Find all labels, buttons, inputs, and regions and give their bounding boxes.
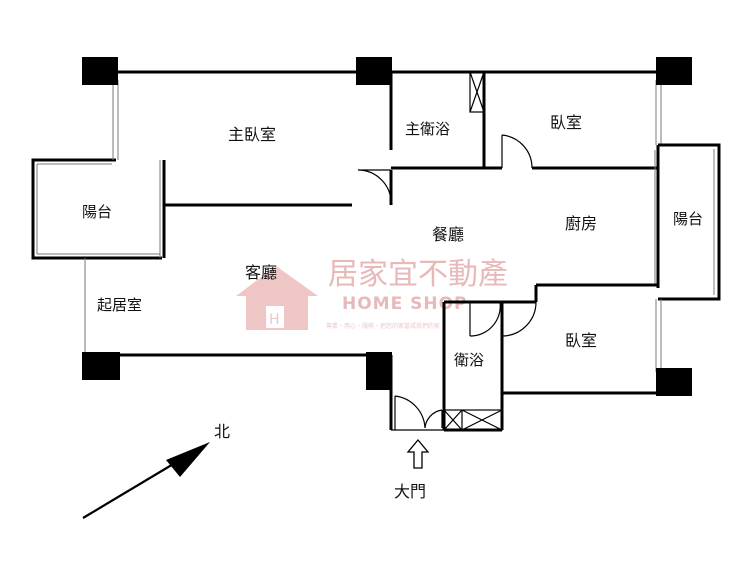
cabinets — [443, 71, 503, 431]
up-arrow-icon — [406, 438, 430, 469]
north-arrow-shaft — [82, 459, 181, 519]
label-bathroom: 衛浴 — [454, 351, 484, 369]
label-bedroom-north: 臥室 — [550, 113, 582, 132]
label-entrance: 大門 — [394, 482, 426, 501]
room-labels: 主臥室 主衛浴 臥室 陽台 餐廳 廚房 陽台 客廳 起居室 衛浴 臥室 — [82, 113, 703, 369]
label-bedroom-south: 臥室 — [565, 331, 597, 350]
watermark-name-cn: 居家宜不動產 — [328, 257, 508, 292]
compass: 北 — [82, 422, 230, 519]
walls — [84, 70, 721, 432]
watermark-name-en: HOME SHOP — [342, 294, 468, 314]
svg-text:H: H — [269, 312, 280, 328]
door-bedroom-south — [501, 301, 537, 337]
watermark-house-icon: H — [236, 266, 318, 330]
label-master-bedroom: 主臥室 — [228, 125, 276, 144]
label-family-room: 起居室 — [97, 296, 142, 314]
label-balcony-west: 陽台 — [82, 203, 112, 221]
door-master-bedroom — [357, 169, 392, 204]
door-entrance-right — [424, 409, 443, 429]
label-kitchen: 廚房 — [565, 214, 597, 233]
door-bedroom-north — [501, 134, 533, 169]
watermark-tagline: 專業・用心・服務・把您的家當成我們的家 — [326, 322, 440, 330]
door-bathroom — [469, 301, 501, 337]
columns — [82, 57, 692, 396]
label-master-bath: 主衛浴 — [405, 120, 450, 138]
north-arrow-icon — [166, 442, 210, 477]
doors — [357, 134, 537, 430]
label-living: 客廳 — [245, 263, 277, 282]
label-north: 北 — [214, 422, 230, 441]
watermark: H 居家宜不動產 HOME SHOP 專業・用心・服務・把您的家當成我們的家 — [236, 257, 508, 330]
balcony-west-outline — [31, 158, 162, 260]
label-dining: 餐廳 — [432, 225, 464, 244]
label-balcony-east: 陽台 — [673, 210, 703, 228]
entrance-marker: 大門 — [394, 438, 430, 501]
door-entrance-left — [394, 395, 426, 430]
